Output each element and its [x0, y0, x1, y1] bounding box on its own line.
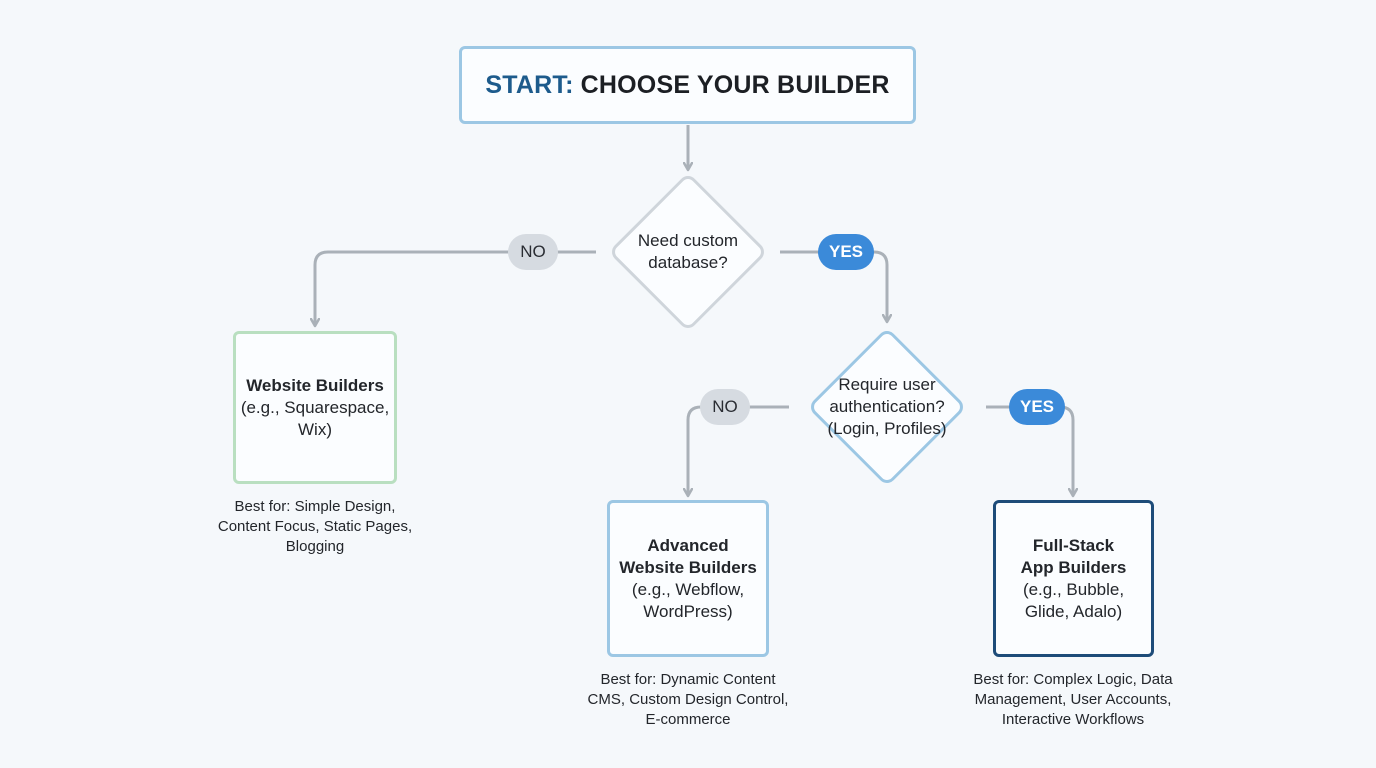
yes-badge-auth: YES — [1009, 389, 1065, 425]
caption-line: Content Focus, Static Pages, — [217, 518, 413, 535]
result-title: Advanced — [647, 535, 729, 555]
caption-line: Best for: Simple Design, — [234, 498, 396, 515]
result-examples: WordPress) — [643, 601, 733, 621]
start-lead: START: — [485, 70, 574, 99]
result-examples: (e.g., Webflow, — [631, 579, 745, 599]
result-title: Full-Stack — [1032, 535, 1115, 555]
result-title: Website Builders — [246, 375, 384, 395]
result-examples: Wix) — [298, 419, 332, 439]
no-badge-database: NO — [508, 234, 558, 270]
caption-fullstack-builders: Best for: Complex Logic, Data Management… — [943, 670, 1203, 730]
result-examples: (e.g., Squarespace, — [240, 397, 390, 417]
result-fullstack-builders: Full-Stack App Builders (e.g., Bubble, G… — [993, 500, 1154, 657]
caption-line: Interactive Workflows — [1001, 711, 1145, 728]
result-examples: (e.g., Bubble, — [1022, 579, 1125, 599]
caption-line: CMS, Custom Design Control, — [587, 691, 789, 708]
caption-line: Best for: Complex Logic, Data — [973, 671, 1173, 688]
caption-line: Management, User Accounts, — [974, 691, 1172, 708]
decision-database-diamond — [612, 176, 764, 328]
result-website-builders: Website Builders (e.g., Squarespace, Wix… — [233, 331, 397, 484]
decision-auth-line: (Login, Profiles) — [827, 419, 947, 438]
connector-database-no — [315, 250, 596, 326]
start-node: START: CHOOSE YOUR BUILDER — [459, 46, 916, 124]
decision-auth-line: Require user — [838, 375, 936, 394]
yes-badge-database: YES — [818, 234, 874, 270]
decision-auth-label: Require user authentication? (Login, Pro… — [807, 374, 967, 440]
result-title: Website Builders — [619, 557, 757, 577]
result-advanced-builders: Advanced Website Builders (e.g., Webflow… — [607, 500, 769, 657]
result-examples: Glide, Adalo) — [1024, 601, 1123, 621]
no-badge-auth: NO — [700, 389, 750, 425]
result-title: App Builders — [1020, 557, 1127, 577]
caption-website-builders: Best for: Simple Design, Content Focus, … — [194, 497, 436, 557]
start-title: CHOOSE YOUR BUILDER — [580, 70, 890, 99]
decision-auth-diamond — [811, 331, 963, 483]
caption-line: Blogging — [285, 538, 345, 555]
decision-database-line: database? — [648, 253, 728, 272]
connector-database-yes — [780, 250, 887, 322]
decision-database-label: Need custom database? — [618, 230, 758, 274]
caption-line: Best for: Dynamic Content — [600, 671, 776, 688]
decision-auth-line: authentication? — [829, 397, 945, 416]
caption-advanced-builders: Best for: Dynamic Content CMS, Custom De… — [562, 670, 814, 730]
caption-line: E-commerce — [645, 711, 731, 728]
decision-database-line: Need custom — [637, 231, 739, 250]
